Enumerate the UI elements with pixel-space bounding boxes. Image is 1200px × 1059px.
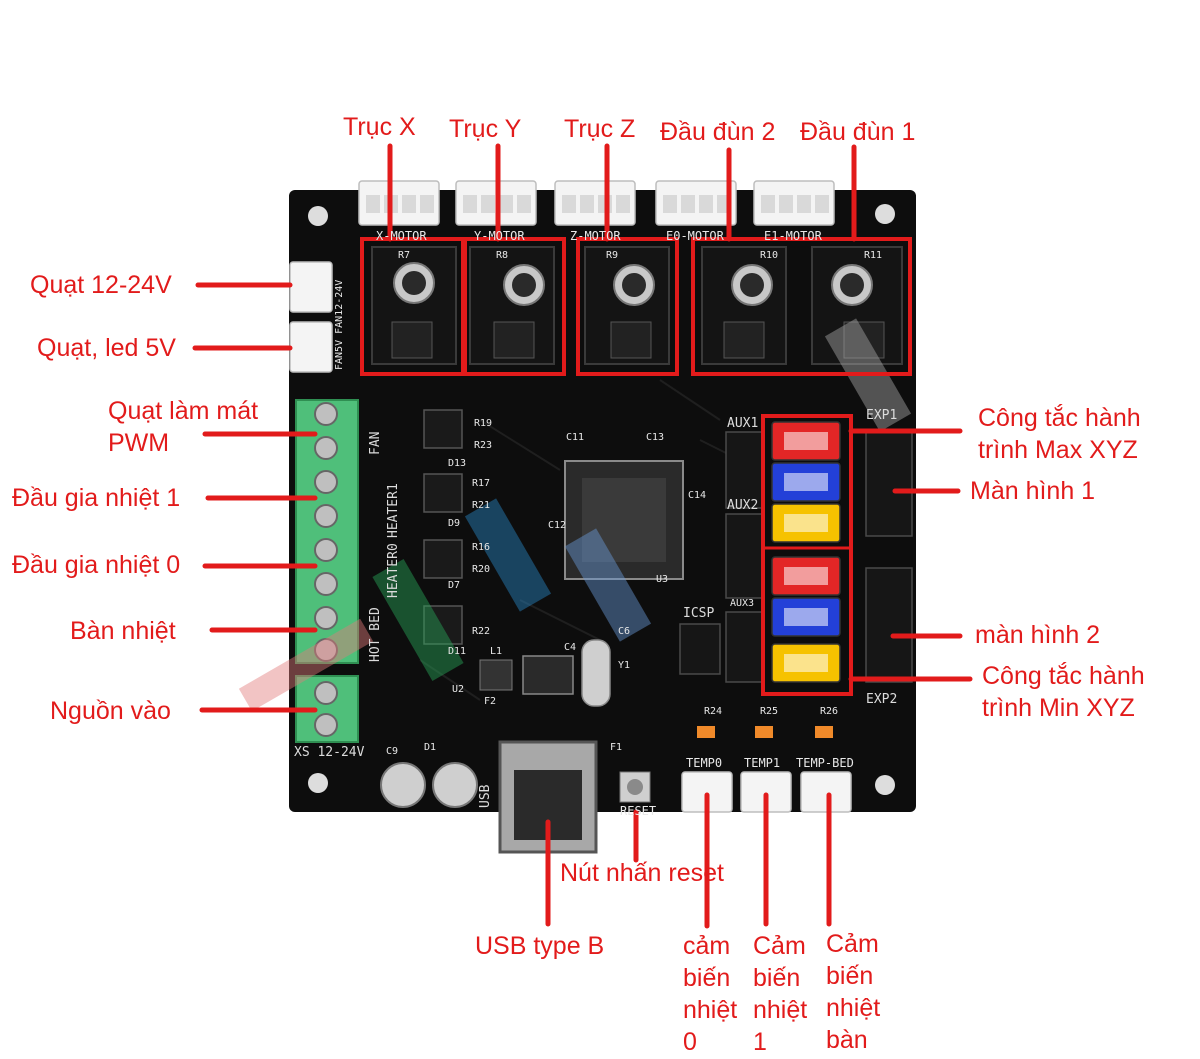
silk-d1: D1 xyxy=(424,742,437,753)
silk-c13: C13 xyxy=(646,432,665,443)
highlight-y-driver xyxy=(463,237,566,376)
label-extruder-1: Đầu đùn 1 xyxy=(800,118,916,146)
silk-d13: D13 xyxy=(448,458,467,469)
fan-12-24v-connector xyxy=(289,261,333,313)
silk-r16: R16 xyxy=(472,542,491,553)
temp-bed-connector xyxy=(800,771,852,813)
label-heater-0: Đầu gia nhiệt 0 xyxy=(12,551,181,579)
silk-y2: Y1 xyxy=(618,660,631,671)
silk-c9: C9 xyxy=(386,746,399,757)
silk-exp2: EXP2 xyxy=(866,692,898,707)
silk-power: XS 12-24V xyxy=(294,745,365,760)
mount-hole-tr xyxy=(875,204,895,224)
silk-fan-header: FAN5V FAN12-24V xyxy=(334,279,345,370)
silk-c6: C6 xyxy=(618,626,631,637)
silk-heater1: HEATER1 xyxy=(386,483,401,538)
silk-r11: R11 xyxy=(864,250,883,261)
silk-r19: R19 xyxy=(474,418,493,429)
silk-r8: R8 xyxy=(496,250,509,261)
highlight-e-drivers xyxy=(691,237,912,376)
label-power-in: Nguồn vào xyxy=(50,697,171,725)
silk-r20: R20 xyxy=(472,564,491,575)
x-motor-connector xyxy=(358,180,440,226)
label-cooling-fan-pwm: Quạt làm mát PWM xyxy=(108,397,259,457)
fan-5v-connector xyxy=(289,321,333,373)
silk-hot-bed: HOT BED xyxy=(368,607,383,662)
mount-hole-bl xyxy=(308,773,328,793)
silk-r7: R7 xyxy=(398,250,411,261)
silk-reset: RESET xyxy=(620,804,657,818)
silk-x-motor: X-MOTOR xyxy=(376,229,427,243)
silk-d7: D7 xyxy=(448,580,461,591)
silk-c14: C14 xyxy=(688,490,707,501)
silk-r22: R22 xyxy=(472,626,491,637)
label-fan-led-5v: Quạt, led 5V xyxy=(37,334,176,362)
label-screen-1: Màn hình 1 xyxy=(970,477,1096,505)
silk-temp-bed: TEMP-BED xyxy=(796,756,854,770)
silk-c12: C12 xyxy=(548,520,567,531)
silk-r17: R17 xyxy=(472,478,491,489)
silk-temp1: TEMP1 xyxy=(744,756,781,770)
silk-u2: U2 xyxy=(452,684,465,695)
label-reset-button: Nút nhấn reset xyxy=(560,859,724,887)
silk-exp1: EXP1 xyxy=(866,408,898,423)
label-axis-y: Trục Y xyxy=(449,115,522,143)
silk-d11: D11 xyxy=(448,646,467,657)
silk-r9: R9 xyxy=(606,250,619,261)
silk-aux1: AUX1 xyxy=(727,416,759,431)
silk-aux2: AUX2 xyxy=(727,498,759,513)
silk-icsp: ICSP xyxy=(683,606,715,621)
silk-c11: C11 xyxy=(566,432,585,443)
label-usb: USB type B xyxy=(475,932,605,960)
silk-fan: FAN xyxy=(368,431,383,455)
label-temp-sensor-0: cảm biến nhiệt 0 xyxy=(683,932,738,1056)
label-heater-1: Đầu gia nhiệt 1 xyxy=(12,484,181,512)
silk-aux3: AUX3 xyxy=(730,598,755,609)
label-fan-12-24v: Quạt 12-24V xyxy=(30,271,172,299)
exp1-header xyxy=(865,429,913,537)
silk-r26: R26 xyxy=(820,706,839,717)
silk-f1: F1 xyxy=(610,742,623,753)
mount-hole-tl xyxy=(308,206,328,226)
label-endstop-min: Công tắc hành trình Min XYZ xyxy=(982,662,1145,722)
label-temp-sensor-1: Cảm biến nhiệt 1 xyxy=(753,932,808,1056)
label-endstop-max: Công tắc hành trình Max XYZ xyxy=(978,404,1141,464)
label-axis-x: Trục X xyxy=(343,113,416,141)
mount-hole-br xyxy=(875,775,895,795)
silk-y-motor: Y-MOTOR xyxy=(474,229,525,243)
silk-r25: R25 xyxy=(760,706,779,717)
exp2-header xyxy=(865,567,913,683)
silk-f2: F2 xyxy=(484,696,497,707)
label-heat-bed: Bàn nhiệt xyxy=(70,617,176,645)
silk-heater0: HEATER0 xyxy=(386,543,401,598)
silk-u3: U3 xyxy=(656,574,669,585)
silk-temp0: TEMP0 xyxy=(686,756,723,770)
silk-z-motor: Z-MOTOR xyxy=(570,229,621,243)
label-temp-sensor-bed: Cảm biến nhiệt bàn xyxy=(826,930,881,1054)
silk-r21: R21 xyxy=(472,500,491,511)
label-extruder-2: Đầu đùn 2 xyxy=(660,118,776,146)
highlight-endstops xyxy=(761,414,853,696)
silk-r24: R24 xyxy=(704,706,723,717)
highlight-z-driver xyxy=(576,237,679,376)
silk-r23: R23 xyxy=(474,440,493,451)
silk-l1: L1 xyxy=(490,646,503,657)
e0-motor-connector xyxy=(655,180,737,226)
silk-e1-motor: E1-MOTOR xyxy=(764,229,822,243)
z-motor-connector xyxy=(554,180,636,226)
silk-r10: R10 xyxy=(760,250,779,261)
silk-d9: D9 xyxy=(448,518,461,529)
label-axis-z: Trục Z xyxy=(564,115,636,143)
e1-motor-connector xyxy=(753,180,835,226)
silk-c4: C4 xyxy=(564,642,577,653)
silk-e0-motor: E0-MOTOR xyxy=(666,229,724,243)
silk-usb: USB xyxy=(478,784,493,808)
label-screen-2: màn hình 2 xyxy=(975,621,1101,649)
